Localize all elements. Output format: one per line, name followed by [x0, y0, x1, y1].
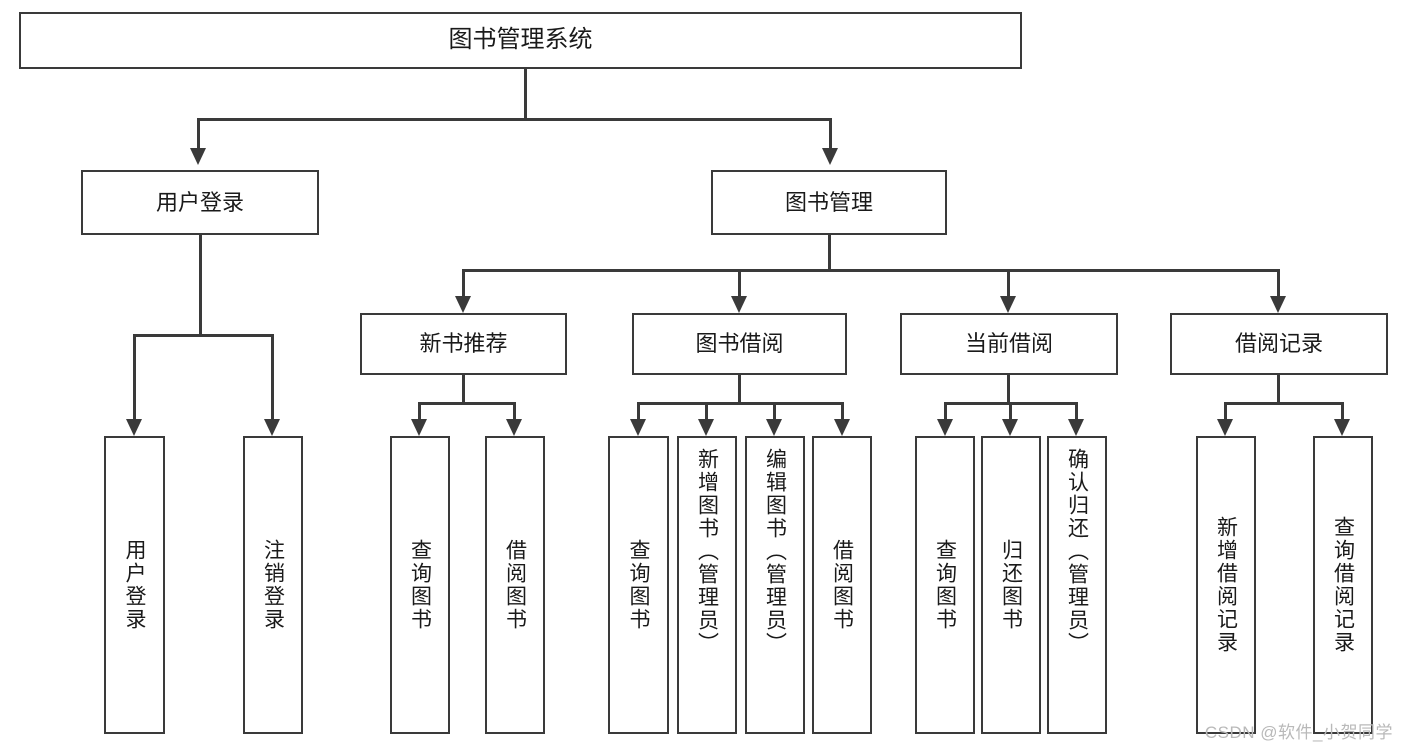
connector-borrow-leaf2	[705, 402, 708, 419]
connector-root-trunk	[524, 69, 527, 119]
connector-record-bus	[1224, 402, 1343, 405]
connector-rec-bus	[418, 402, 514, 405]
arrow-bm-to-current-borrow	[1000, 296, 1016, 313]
node-root-system[interactable]: 图书管理系统	[19, 12, 1022, 69]
csdn-watermark: CSDN @软件_小贺同学	[1204, 723, 1393, 742]
connector-borrow-leaf4	[841, 402, 844, 419]
arrow-user-login-leaf2	[264, 419, 280, 436]
node-current-borrow-label: 当前借阅	[964, 331, 1053, 357]
node-leaf-rec-query-book-label: 查询图书	[408, 539, 432, 631]
node-leaf-borrow-add-book-label: 新增图书（管理员）	[695, 448, 719, 655]
node-leaf-record-add-label: 新增借阅记录	[1214, 516, 1238, 654]
node-book-borrow[interactable]: 图书借阅	[632, 313, 847, 375]
node-leaf-current-return-book-label: 归还图书	[999, 539, 1023, 631]
node-current-borrow[interactable]: 当前借阅	[900, 313, 1118, 375]
node-root-system-label: 图书管理系统	[448, 26, 593, 54]
connector-root-bus	[197, 118, 831, 121]
arrow-current-leaf3	[1068, 419, 1084, 436]
arrow-bm-to-book-borrow	[731, 296, 747, 313]
connector-root-to-book-manage	[829, 118, 832, 148]
connector-rec-leaf2	[513, 402, 516, 419]
connector-user-login-leaf1	[133, 334, 136, 419]
node-leaf-user-logout[interactable]: 注销登录	[243, 436, 303, 734]
node-book-manage-group-label: 图书管理	[784, 189, 873, 215]
arrow-record-leaf1	[1217, 419, 1233, 436]
connector-record-leaf2	[1341, 402, 1344, 419]
node-leaf-current-confirm-return[interactable]: 确认归还（管理员）	[1047, 436, 1107, 734]
connector-book-manage-trunk	[828, 235, 831, 270]
connector-user-login-bus	[133, 334, 273, 337]
node-book-manage-group[interactable]: 图书管理	[711, 170, 947, 235]
arrow-user-login-leaf1	[126, 419, 142, 436]
node-leaf-user-login[interactable]: 用户登录	[104, 436, 165, 734]
node-borrow-record-label: 借阅记录	[1234, 331, 1323, 357]
connector-root-to-user-login	[197, 118, 200, 148]
node-book-borrow-label: 图书借阅	[695, 331, 784, 357]
node-leaf-borrow-borrow-book[interactable]: 借阅图书	[812, 436, 872, 734]
connector-borrow-leaf3	[773, 402, 776, 419]
arrow-root-to-user-login	[190, 148, 206, 165]
connector-record-leaf1	[1224, 402, 1227, 419]
node-leaf-current-return-book[interactable]: 归还图书	[981, 436, 1041, 734]
node-leaf-user-login-label: 用户登录	[123, 539, 146, 631]
connector-bm-to-current	[1007, 269, 1010, 296]
arrow-bm-to-new-book-rec	[455, 296, 471, 313]
node-leaf-current-query-book[interactable]: 查询图书	[915, 436, 975, 734]
connector-user-login-leaf2	[271, 334, 274, 419]
arrow-borrow-leaf3	[766, 419, 782, 436]
node-user-login-group[interactable]: 用户登录	[81, 170, 319, 235]
connector-current-leaf3	[1075, 402, 1078, 419]
connector-rec-leaf1	[418, 402, 421, 419]
connector-borrow-bus	[637, 402, 843, 405]
node-user-login-group-label: 用户登录	[155, 189, 244, 215]
node-leaf-rec-borrow-book-label: 借阅图书	[503, 539, 527, 631]
connector-current-leaf2	[1009, 402, 1012, 419]
node-leaf-current-confirm-return-label: 确认归还（管理员）	[1065, 448, 1089, 655]
node-leaf-borrow-add-book[interactable]: 新增图书（管理员）	[677, 436, 737, 734]
connector-rec-trunk	[462, 375, 465, 403]
node-new-book-rec[interactable]: 新书推荐	[360, 313, 567, 375]
node-leaf-borrow-borrow-book-label: 借阅图书	[830, 539, 854, 631]
connector-record-trunk	[1277, 375, 1280, 403]
arrow-current-leaf2	[1002, 419, 1018, 436]
node-leaf-record-query[interactable]: 查询借阅记录	[1313, 436, 1373, 734]
arrow-rec-leaf1	[411, 419, 427, 436]
node-leaf-rec-query-book[interactable]: 查询图书	[390, 436, 450, 734]
arrow-current-leaf1	[937, 419, 953, 436]
node-leaf-borrow-query-book-label: 查询图书	[627, 539, 650, 631]
arrow-root-to-book-manage	[822, 148, 838, 165]
arrow-borrow-leaf2	[698, 419, 714, 436]
node-leaf-borrow-edit-book-label: 编辑图书（管理员）	[763, 448, 787, 655]
connector-book-manage-bus	[462, 269, 1279, 272]
node-leaf-user-logout-label: 注销登录	[261, 539, 285, 631]
node-leaf-current-query-book-label: 查询图书	[933, 539, 957, 631]
connector-bm-to-borrow	[738, 269, 741, 296]
node-new-book-rec-label: 新书推荐	[419, 331, 508, 357]
connector-borrow-trunk	[738, 375, 741, 403]
connector-bm-to-rec	[462, 269, 465, 296]
connector-user-login-trunk	[199, 235, 202, 335]
arrow-record-leaf2	[1334, 419, 1350, 436]
node-leaf-rec-borrow-book[interactable]: 借阅图书	[485, 436, 545, 734]
arrow-rec-leaf2	[506, 419, 522, 436]
node-leaf-record-query-label: 查询借阅记录	[1331, 516, 1355, 654]
node-leaf-borrow-query-book[interactable]: 查询图书	[608, 436, 669, 734]
connector-borrow-leaf1	[637, 402, 640, 419]
node-leaf-borrow-edit-book[interactable]: 编辑图书（管理员）	[745, 436, 805, 734]
connector-current-trunk	[1007, 375, 1010, 403]
node-borrow-record[interactable]: 借阅记录	[1170, 313, 1388, 375]
node-leaf-record-add[interactable]: 新增借阅记录	[1196, 436, 1256, 734]
arrow-borrow-leaf1	[630, 419, 646, 436]
connector-bm-to-record	[1277, 269, 1280, 296]
arrow-borrow-leaf4	[834, 419, 850, 436]
arrow-bm-to-borrow-record	[1270, 296, 1286, 313]
connector-current-leaf1	[944, 402, 947, 419]
